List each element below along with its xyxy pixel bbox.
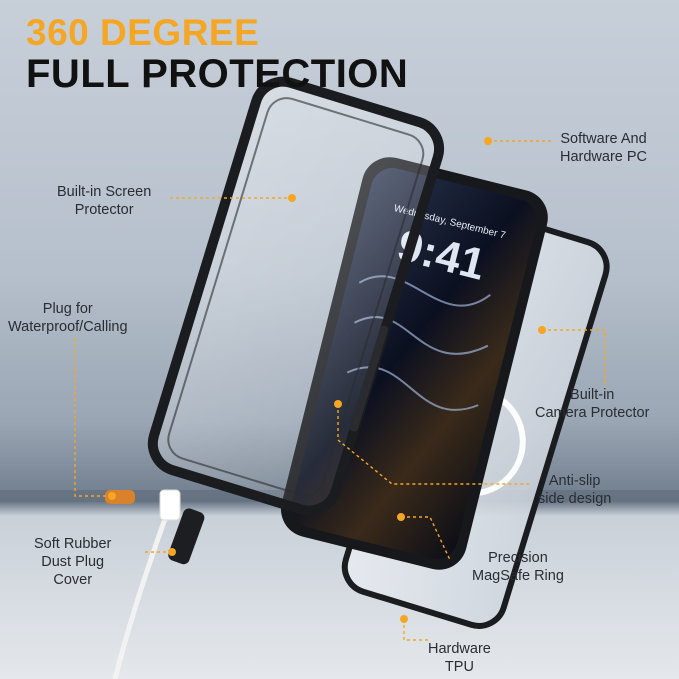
dust-plug-cover: [168, 508, 205, 565]
cable-plug: [159, 489, 181, 521]
charging-cable: [112, 504, 173, 679]
callout-dots: [108, 137, 546, 623]
headline-black: FULL PROTECTION: [26, 52, 409, 96]
callout-leaders: [74, 140, 606, 641]
headline-orange: 360 DEGREE: [26, 12, 260, 53]
front-case-frame: [147, 76, 445, 516]
anti-slip-grip: [349, 325, 389, 432]
